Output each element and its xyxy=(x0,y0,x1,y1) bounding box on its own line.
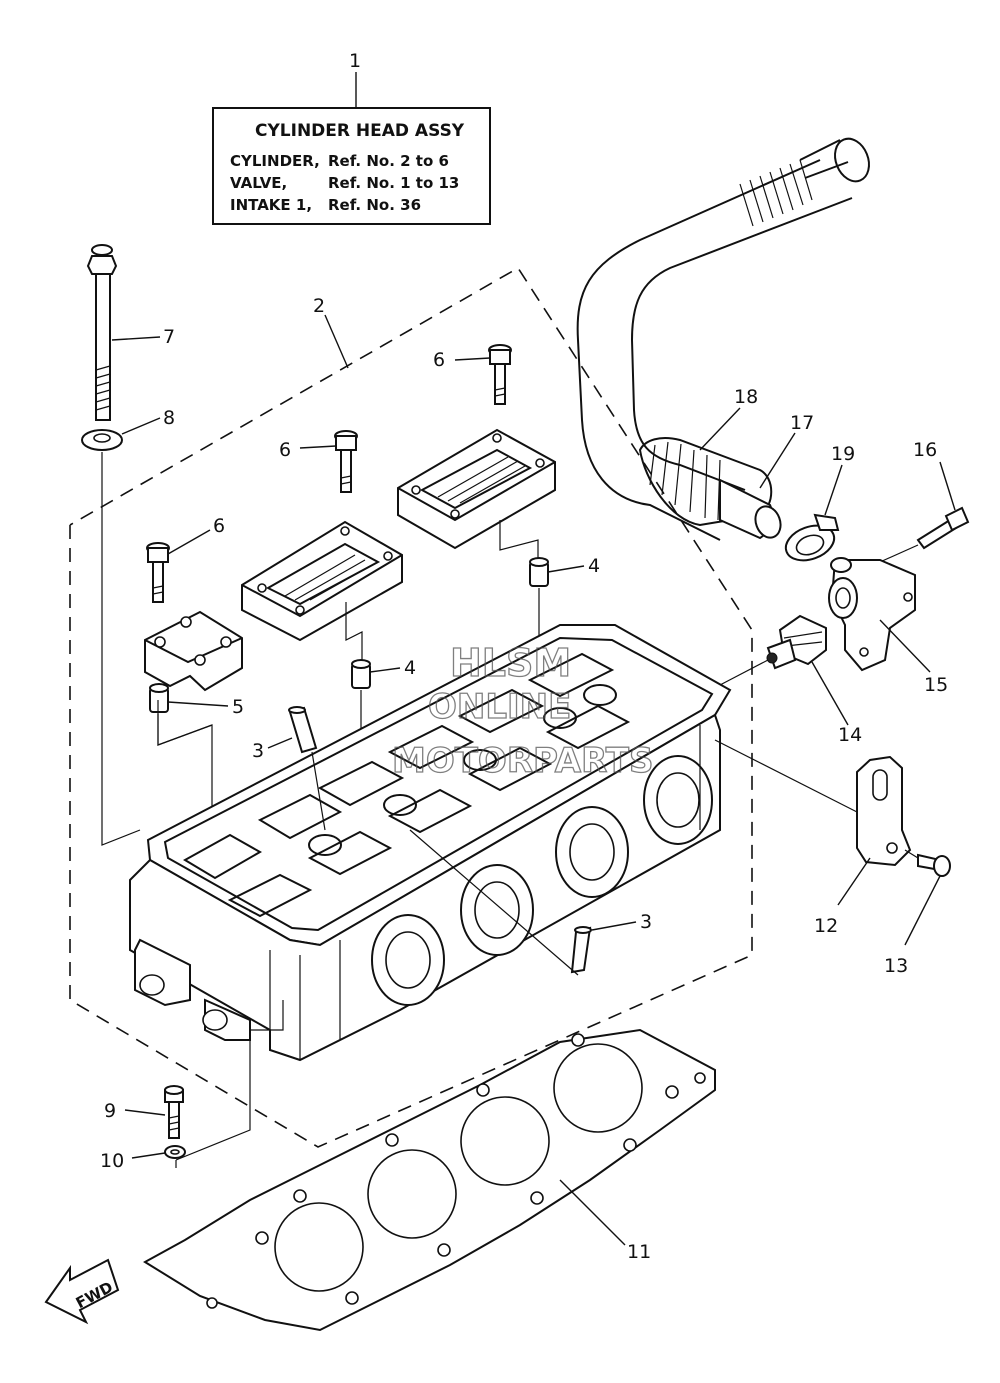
bracket-12: 12 xyxy=(714,739,912,937)
gasket-bolt-holes xyxy=(206,1033,706,1309)
callout-19: 19 xyxy=(831,443,855,465)
callout-6-left: 6 xyxy=(213,515,225,537)
info-box: 1 CYLINDER HEAD ASSY CYLINDER, Ref. No. … xyxy=(212,50,491,225)
fwd-arrow-shape xyxy=(44,1258,120,1325)
bolt-9: 9 xyxy=(104,1085,184,1139)
dowel-pin-4-right: 4 xyxy=(499,520,600,660)
dowel-4-left-axis-top xyxy=(345,602,363,660)
watermark-line1: HLSM xyxy=(450,641,571,685)
hose-bellows-upper xyxy=(739,159,813,227)
callout-6-right: 6 xyxy=(433,349,445,371)
callout-6-middle: 6 xyxy=(279,439,291,461)
callout-16: 16 xyxy=(913,439,937,461)
fwd-arrow: FWD xyxy=(44,1258,120,1325)
callout-18: 18 xyxy=(734,386,758,408)
callout-13: 13 xyxy=(884,955,908,977)
cam-cap-right xyxy=(397,428,556,550)
gasket-bore-3 xyxy=(460,1096,550,1186)
hose-outline-inner xyxy=(630,197,853,491)
callout-5: 5 xyxy=(232,696,244,718)
washer-8-hole xyxy=(93,433,111,443)
callout-1: 1 xyxy=(349,50,361,72)
callout-8: 8 xyxy=(163,407,175,429)
cam-cap-middle xyxy=(241,520,403,642)
valve-guide-upper: 3 xyxy=(252,706,326,831)
info-row-valve-ref: Ref. No. 1 to 13 xyxy=(328,174,459,192)
dowel-4-right-axis-top xyxy=(499,520,539,558)
gasket-bore-1 xyxy=(274,1202,364,1292)
head-gasket: 11 xyxy=(143,1028,716,1332)
callout-2: 2 xyxy=(313,295,325,317)
exhaust-ports xyxy=(371,755,713,1006)
callout-17: 17 xyxy=(790,412,814,434)
callout-7-leader xyxy=(111,336,161,341)
gasket-bore-4 xyxy=(553,1043,643,1133)
gasket-bore-2 xyxy=(367,1149,457,1239)
callout-10: 10 xyxy=(100,1150,124,1172)
info-row-valve-name: VALVE, xyxy=(230,174,287,192)
hose-bellows-lower xyxy=(638,437,773,527)
callout-12: 12 xyxy=(814,915,838,937)
info-row-intake-ref: Ref. No. 36 xyxy=(328,196,421,214)
callout-9: 9 xyxy=(104,1100,116,1122)
valve-guide-lower: 3 xyxy=(409,829,652,976)
callout-3-lower: 3 xyxy=(640,911,652,933)
callout-15: 15 xyxy=(924,674,948,696)
callout-2-leader xyxy=(324,314,349,369)
callout-8-leader xyxy=(121,417,161,435)
watermark-line3: MOTORPARTS xyxy=(392,741,653,781)
callout-4-left: 4 xyxy=(404,657,416,679)
watermark: HLSM ONLINE MOTORPARTS xyxy=(391,640,654,781)
cam-journals xyxy=(183,652,631,918)
water-hose: 18 17 xyxy=(576,137,870,541)
info-box-frame xyxy=(212,107,491,225)
head-bolt-cap xyxy=(91,244,113,256)
callout-7: 7 xyxy=(163,326,175,348)
head-ribs xyxy=(269,725,701,1060)
cam-cap-bolt-middle: 6 xyxy=(279,430,358,493)
thermostat-housing: 15 xyxy=(828,557,948,696)
bolt-16: 16 xyxy=(879,439,970,563)
bracket-axis xyxy=(714,739,858,813)
callout-4-right: 4 xyxy=(588,555,600,577)
hose-clamp: 19 xyxy=(784,443,855,562)
info-row-cylinder-name: CYLINDER, xyxy=(230,152,320,170)
cam-cap-bolt-right: 6 xyxy=(433,344,512,405)
info-row-cylinder-ref: Ref. No. 2 to 6 xyxy=(328,152,449,170)
info-box-title: CYLINDER HEAD ASSY xyxy=(255,121,465,141)
head-bolt-thread xyxy=(95,365,111,411)
cam-cap-bolt-left: 6 xyxy=(146,515,225,603)
cam-cap-small xyxy=(144,610,243,692)
bolt-9-axis xyxy=(175,1030,251,1161)
washer-10: 10 xyxy=(100,1145,186,1172)
thermostat: 14 xyxy=(719,614,862,746)
screw-13: 13 xyxy=(884,849,951,977)
head-bolt-assembly: 7 8 xyxy=(81,244,175,846)
watermark-line2: ONLINE xyxy=(428,687,571,727)
info-row-intake-name: INTAKE 1, xyxy=(230,196,312,214)
assembly-outline: 2 xyxy=(69,266,753,1148)
hose-outline-outer xyxy=(576,159,821,541)
callout-11: 11 xyxy=(627,1241,651,1263)
cylinder-head xyxy=(129,624,732,1161)
callout-3-upper: 3 xyxy=(252,740,264,762)
bolt-axis-line xyxy=(101,452,141,846)
head-bolt-head xyxy=(86,255,118,275)
callout-14: 14 xyxy=(838,724,862,746)
